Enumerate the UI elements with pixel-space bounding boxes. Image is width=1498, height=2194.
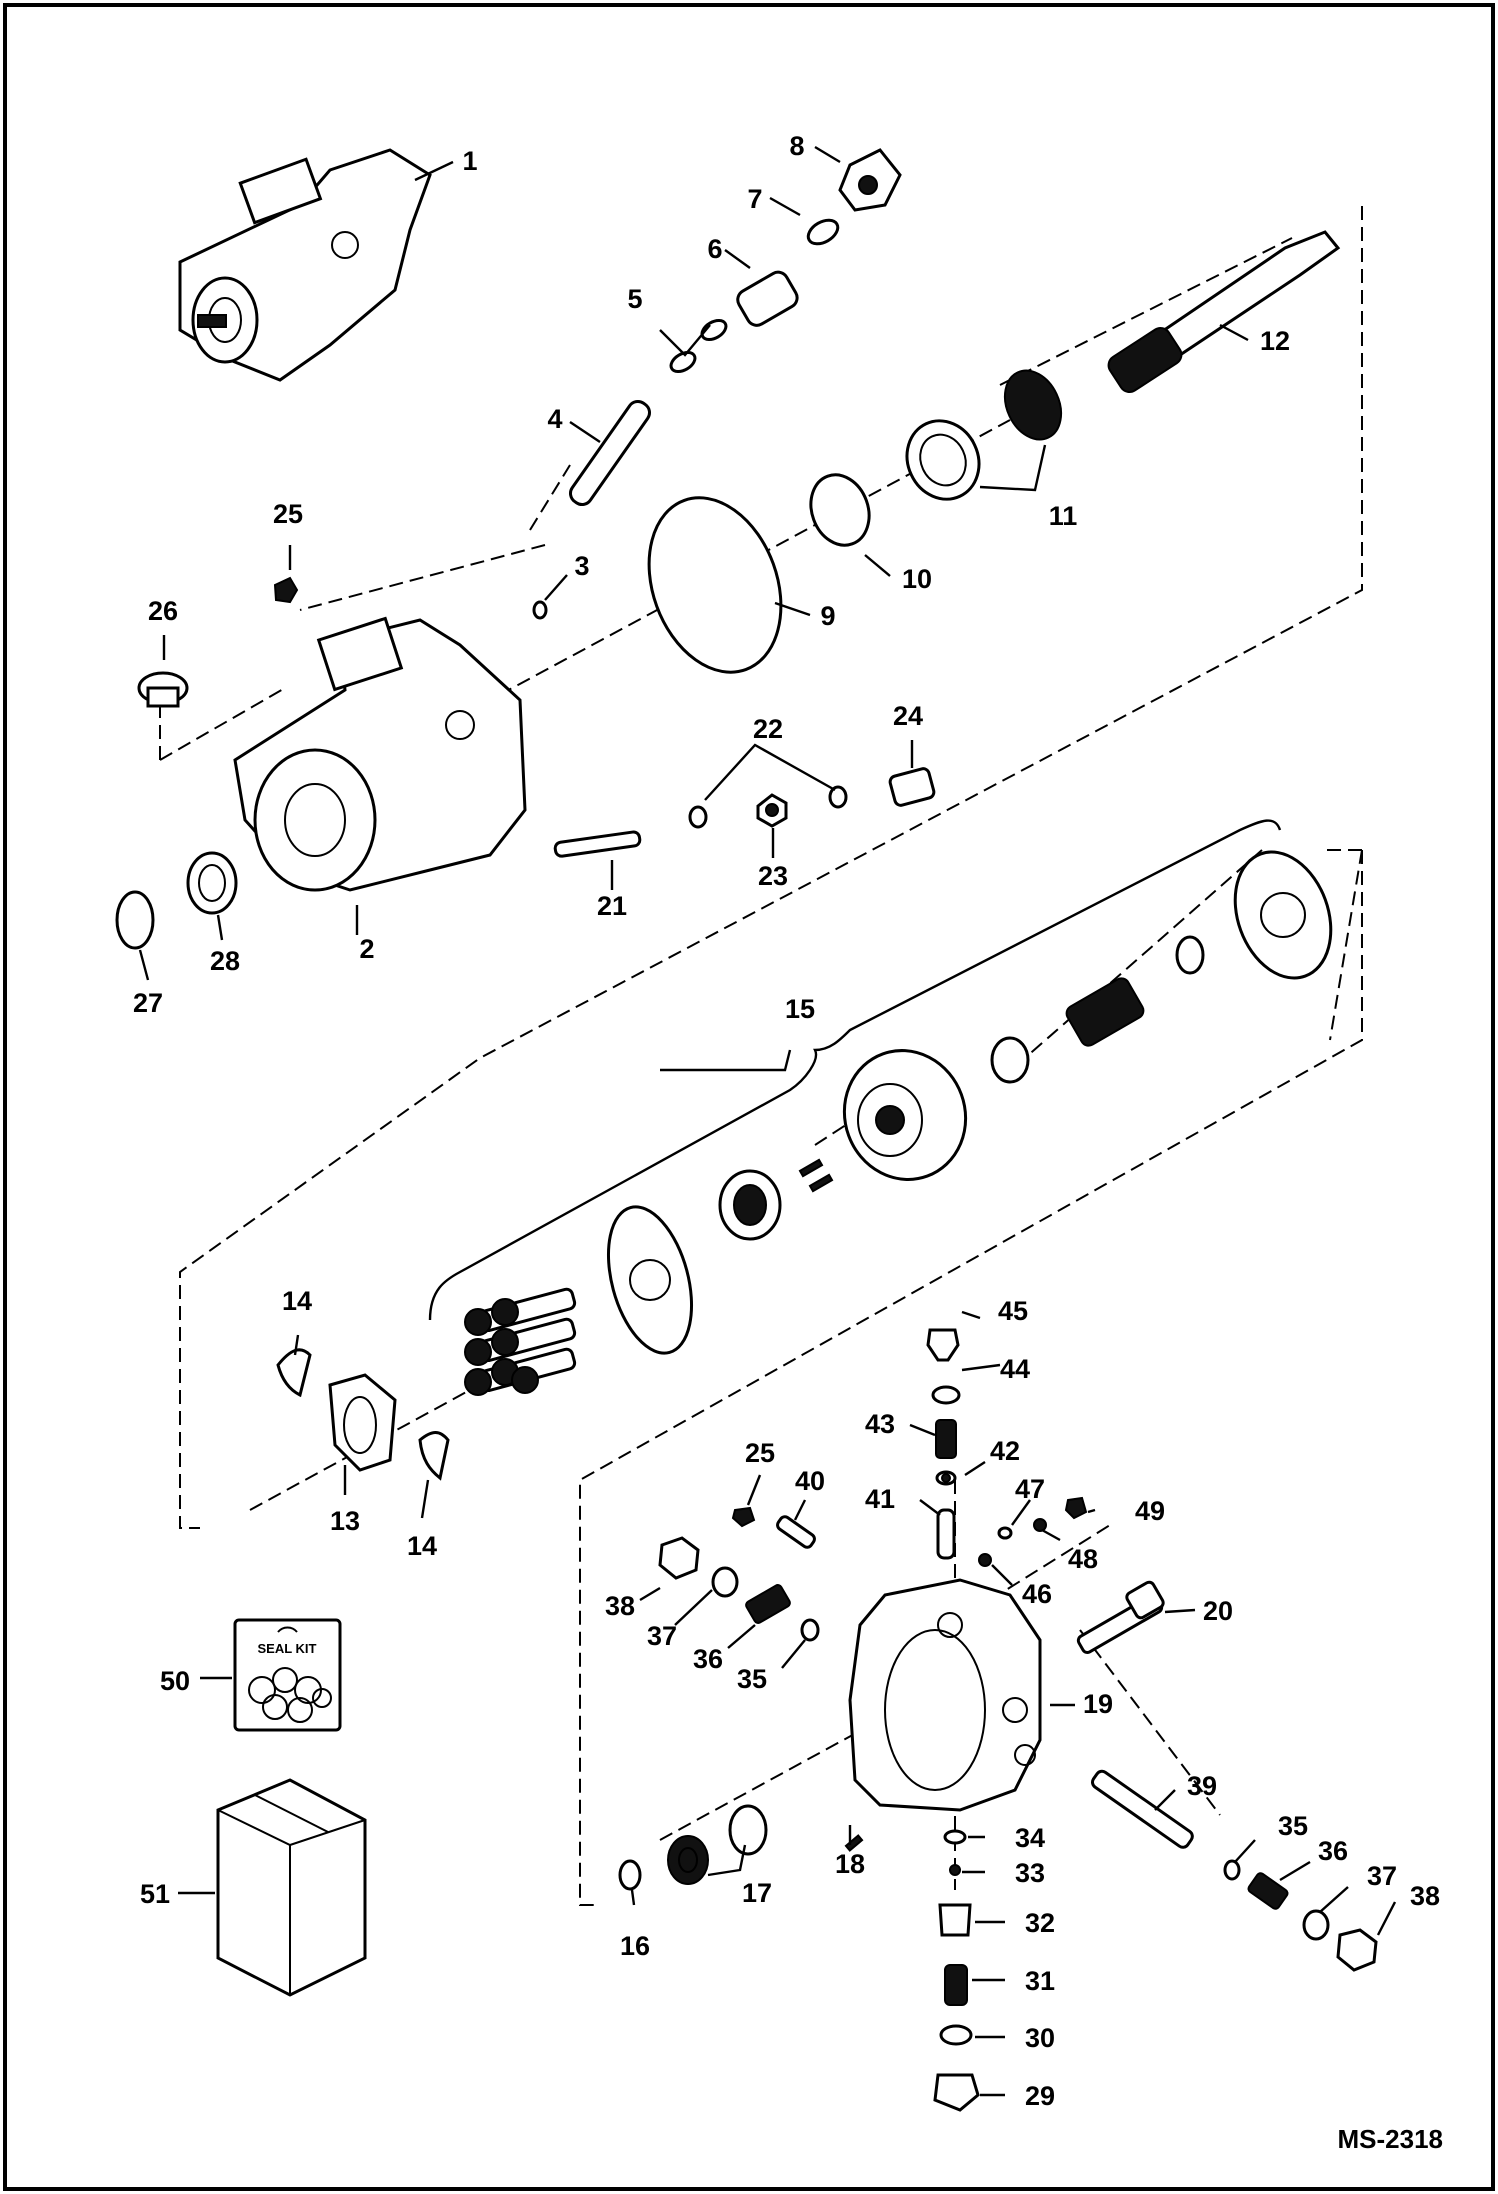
callout-44: 44 — [1000, 1354, 1030, 1384]
callout-42: 42 — [990, 1436, 1020, 1466]
callout-32: 32 — [1025, 1908, 1055, 1938]
callout-13: 13 — [330, 1506, 360, 1536]
callout-6: 6 — [707, 234, 722, 264]
callout-21: 21 — [597, 891, 627, 921]
callout-25-lower: 25 — [745, 1438, 775, 1468]
callout-49: 49 — [1135, 1496, 1165, 1526]
callout-36-left: 36 — [693, 1644, 723, 1674]
drawing-id: MS-2318 — [1338, 2124, 1444, 2154]
leader-lines — [138, 145, 1397, 2097]
callout-10: 10 — [902, 564, 932, 594]
callout-5: 5 — [627, 284, 642, 314]
callout-2: 2 — [359, 934, 374, 964]
callout-36-right: 36 — [1318, 1836, 1348, 1866]
callout-50: 50 — [160, 1666, 190, 1696]
callout-26: 26 — [148, 596, 178, 626]
part-2-housing — [233, 616, 527, 892]
part-1-pump-assembly — [178, 148, 432, 382]
callout-17: 17 — [742, 1878, 772, 1908]
callout-20: 20 — [1203, 1596, 1233, 1626]
callout-15: 15 — [785, 994, 815, 1024]
callout-51: 51 — [140, 1879, 170, 1909]
callout-41: 41 — [865, 1484, 895, 1514]
callout-38-right: 38 — [1410, 1881, 1440, 1911]
callout-3: 3 — [574, 551, 589, 581]
callout-labels: 1 2 3 4 5 6 7 8 9 10 11 12 13 14 14 15 1… — [133, 131, 1440, 2111]
callout-25-upper: 25 — [273, 499, 303, 529]
callout-14-lower: 14 — [407, 1531, 437, 1561]
callout-31: 31 — [1025, 1966, 1055, 1996]
callout-35-left: 35 — [737, 1664, 767, 1694]
callout-1: 1 — [462, 146, 477, 176]
callout-43: 43 — [865, 1409, 895, 1439]
callout-27: 27 — [133, 988, 163, 1018]
swashplate-parts — [276, 1348, 450, 1481]
seal-kit-bag: SEAL KIT — [233, 1618, 342, 1732]
callout-46: 46 — [1022, 1579, 1052, 1609]
callout-29: 29 — [1025, 2081, 1055, 2111]
callout-33: 33 — [1015, 1858, 1045, 1888]
callout-23: 23 — [758, 861, 788, 891]
callout-18: 18 — [835, 1849, 865, 1879]
callout-4: 4 — [547, 404, 562, 434]
control-valve-parts — [618, 1328, 1378, 2112]
callout-22: 22 — [753, 714, 783, 744]
diagram-border — [3, 3, 1495, 2191]
callout-7: 7 — [747, 184, 762, 214]
callout-24: 24 — [893, 701, 923, 731]
callout-37-left: 37 — [647, 1621, 677, 1651]
pistons — [464, 1287, 577, 1396]
callout-34: 34 — [1015, 1823, 1045, 1853]
rotating-group-15 — [428, 819, 1333, 1396]
callout-38-left: 38 — [605, 1591, 635, 1621]
callout-37-right: 37 — [1367, 1861, 1397, 1891]
small-parts — [115, 148, 1341, 950]
callout-14-upper: 14 — [282, 1286, 312, 1316]
callout-11: 11 — [1049, 501, 1078, 531]
parts-box — [216, 1778, 367, 1997]
callout-30: 30 — [1025, 2023, 1055, 2053]
callout-12: 12 — [1260, 326, 1290, 356]
callout-40: 40 — [795, 1466, 825, 1496]
callout-9: 9 — [820, 601, 835, 631]
part-19-end-cover — [848, 1578, 1042, 1812]
callout-35-right: 35 — [1278, 1811, 1308, 1841]
callout-47: 47 — [1015, 1474, 1045, 1504]
seal-kit-label: SEAL KIT — [258, 1641, 317, 1656]
callout-48: 48 — [1068, 1544, 1098, 1574]
callout-45: 45 — [998, 1296, 1028, 1326]
callout-39: 39 — [1187, 1771, 1217, 1801]
callout-28: 28 — [210, 946, 240, 976]
callout-16: 16 — [620, 1931, 650, 1961]
callout-8: 8 — [789, 131, 804, 161]
callout-19: 19 — [1083, 1689, 1113, 1719]
